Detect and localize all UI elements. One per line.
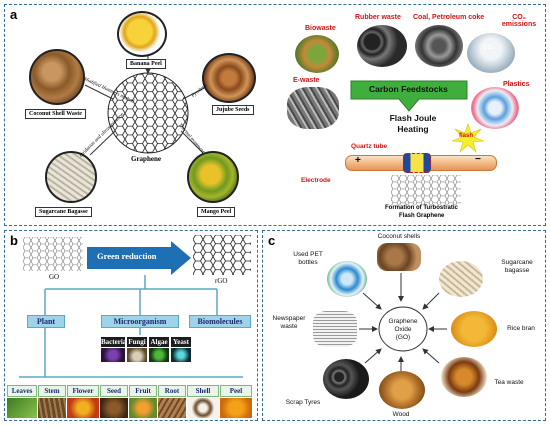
newspaper-waste-image	[313, 311, 357, 347]
rice-bran-label: Rice bran	[507, 325, 535, 332]
feedstock-rubber-label: Rubber waste	[355, 14, 401, 21]
algae-image	[149, 348, 169, 362]
peel-image	[220, 398, 252, 418]
panel-a-letter: a	[10, 7, 18, 22]
microbe-bacteria: Bacteria	[101, 337, 127, 347]
caption-line-1: Formation of Turbostratic	[385, 205, 458, 211]
yeast-image	[171, 348, 191, 362]
sample-chamber	[403, 153, 431, 173]
go-source-arrows	[359, 273, 447, 381]
graphene-label: Graphene	[131, 155, 161, 163]
coconut-shell-label: Coconut Shell Waste	[25, 109, 86, 119]
feedstock-ewaste-label: E-waste	[293, 77, 320, 84]
panel-c-letter: c	[268, 233, 276, 248]
banana-peel-label: Banana Peel	[126, 59, 166, 69]
tea-waste-label: Tea waste	[494, 379, 524, 386]
turbostratic-graphene-drawing	[391, 175, 461, 205]
banana-peel-image	[117, 11, 167, 57]
panel-b: b GO Green reduction rGO Plant Microorga…	[4, 230, 258, 421]
plant-part-peel: Peel	[220, 385, 252, 397]
plastics-image	[471, 87, 519, 129]
coconut-shell-image	[29, 49, 85, 105]
pet-bottles-label: Used PET bottles	[293, 251, 323, 266]
mango-peel-label: Mango Peel	[197, 207, 236, 217]
leaves-image	[7, 398, 37, 418]
plant-part-root: Root	[158, 385, 186, 397]
category-plant: Plant	[27, 315, 65, 328]
feedstock-coal-label: Coal, Petroleum coke	[413, 14, 485, 21]
feedstock-plastics-label: Plastics	[503, 81, 530, 88]
pet-bottles-image	[327, 261, 367, 297]
jujube-seeds-label: Jujube Seeds	[212, 105, 254, 115]
rubber-waste-image	[357, 25, 407, 67]
carbon-feedstocks-box	[350, 80, 468, 112]
microbe-yeast: Yeast	[171, 337, 191, 347]
co2-emissions-image	[467, 33, 515, 73]
fruit-image	[129, 398, 157, 418]
plant-part-shell: Shell	[187, 385, 219, 397]
feedstock-co2-label: CO₂ emissions	[501, 14, 537, 28]
microbe-fungi: Fungi	[127, 337, 147, 347]
graphene-network-diagram	[84, 55, 211, 156]
plant-part-stem: Stem	[38, 385, 66, 397]
plant-part-fruit: Fruit	[129, 385, 157, 397]
category-tree-lines	[19, 275, 243, 378]
seed-image	[100, 398, 128, 418]
mango-peel-image	[187, 151, 239, 203]
go-structure	[23, 237, 83, 271]
sugarcane-bagasse-label-c: Sugarcane bagasse	[501, 259, 533, 274]
coal-image	[415, 25, 463, 67]
go-center-line-3: (GO)	[395, 334, 411, 341]
coconut-shells-label: Coconut shells	[377, 233, 421, 240]
newspaper-waste-label: Newspaper waste	[272, 315, 306, 330]
go-center-line-2: Oxide	[394, 326, 412, 333]
category-biomolecules: Biomolecules	[189, 315, 251, 328]
flash-label: flash	[459, 133, 474, 139]
rice-bran-image	[451, 311, 497, 347]
shell-image	[187, 398, 219, 418]
stem-image	[38, 398, 66, 418]
plant-part-seed: Seed	[100, 385, 128, 397]
plant-part-flower: Flower	[67, 385, 99, 397]
scrap-tyres-image	[323, 359, 369, 399]
plant-part-leaves: Leaves	[7, 385, 37, 397]
feedstock-biowaste-label: Biowaste	[305, 25, 336, 32]
microbe-algae: Algae	[149, 337, 169, 347]
go-center-line-1: Graphene	[388, 318, 418, 325]
carbon-feedstocks-text: Carbon Feedstocks	[369, 84, 448, 94]
coconut-shells-image	[377, 243, 421, 271]
green-reduction-text: Green reduction	[97, 251, 157, 261]
e-waste-image	[287, 87, 339, 129]
scrap-tyres-label: Scrap Tyres	[285, 399, 321, 406]
bacteria-image	[101, 348, 125, 362]
category-microorganism: Microorganism	[101, 315, 179, 328]
quartz-tube-label: Quartz tube	[351, 143, 388, 150]
flower-image	[67, 398, 99, 418]
sugarcane-bagasse-label: Sugarcane Bagasse	[35, 207, 92, 217]
jujube-seeds-image	[202, 53, 256, 103]
green-reduction-arrow	[87, 241, 191, 275]
panel-c: c Graphene Oxide (GO) Coconut shells Use…	[262, 230, 546, 421]
co2-small-text: CO₂	[483, 45, 495, 51]
go-label: GO	[49, 273, 60, 281]
tea-waste-image	[441, 357, 487, 397]
rgo-structure	[193, 235, 251, 275]
root-image	[158, 398, 186, 418]
panel-a: a Banana Peel Coconut Shell Waste Jujube…	[4, 4, 546, 226]
minus-electrode: −	[475, 154, 481, 165]
caption-line-2: Flash Graphene	[399, 213, 445, 219]
sugarcane-bagasse-image-c	[439, 261, 483, 297]
biowaste-image	[295, 35, 339, 73]
fungi-image	[127, 348, 147, 362]
plus-electrode: +	[355, 155, 361, 166]
wood-image	[379, 371, 425, 409]
sugarcane-bagasse-image	[45, 151, 97, 203]
flash-burst-icon	[451, 123, 485, 153]
rgo-label: rGO	[215, 277, 228, 285]
wood-label: Wood	[392, 411, 410, 418]
electrode-label: Electrode	[301, 177, 331, 184]
flash-joule-heating-text: Flash Joule Heating	[389, 113, 437, 134]
panel-b-letter: b	[10, 233, 18, 248]
